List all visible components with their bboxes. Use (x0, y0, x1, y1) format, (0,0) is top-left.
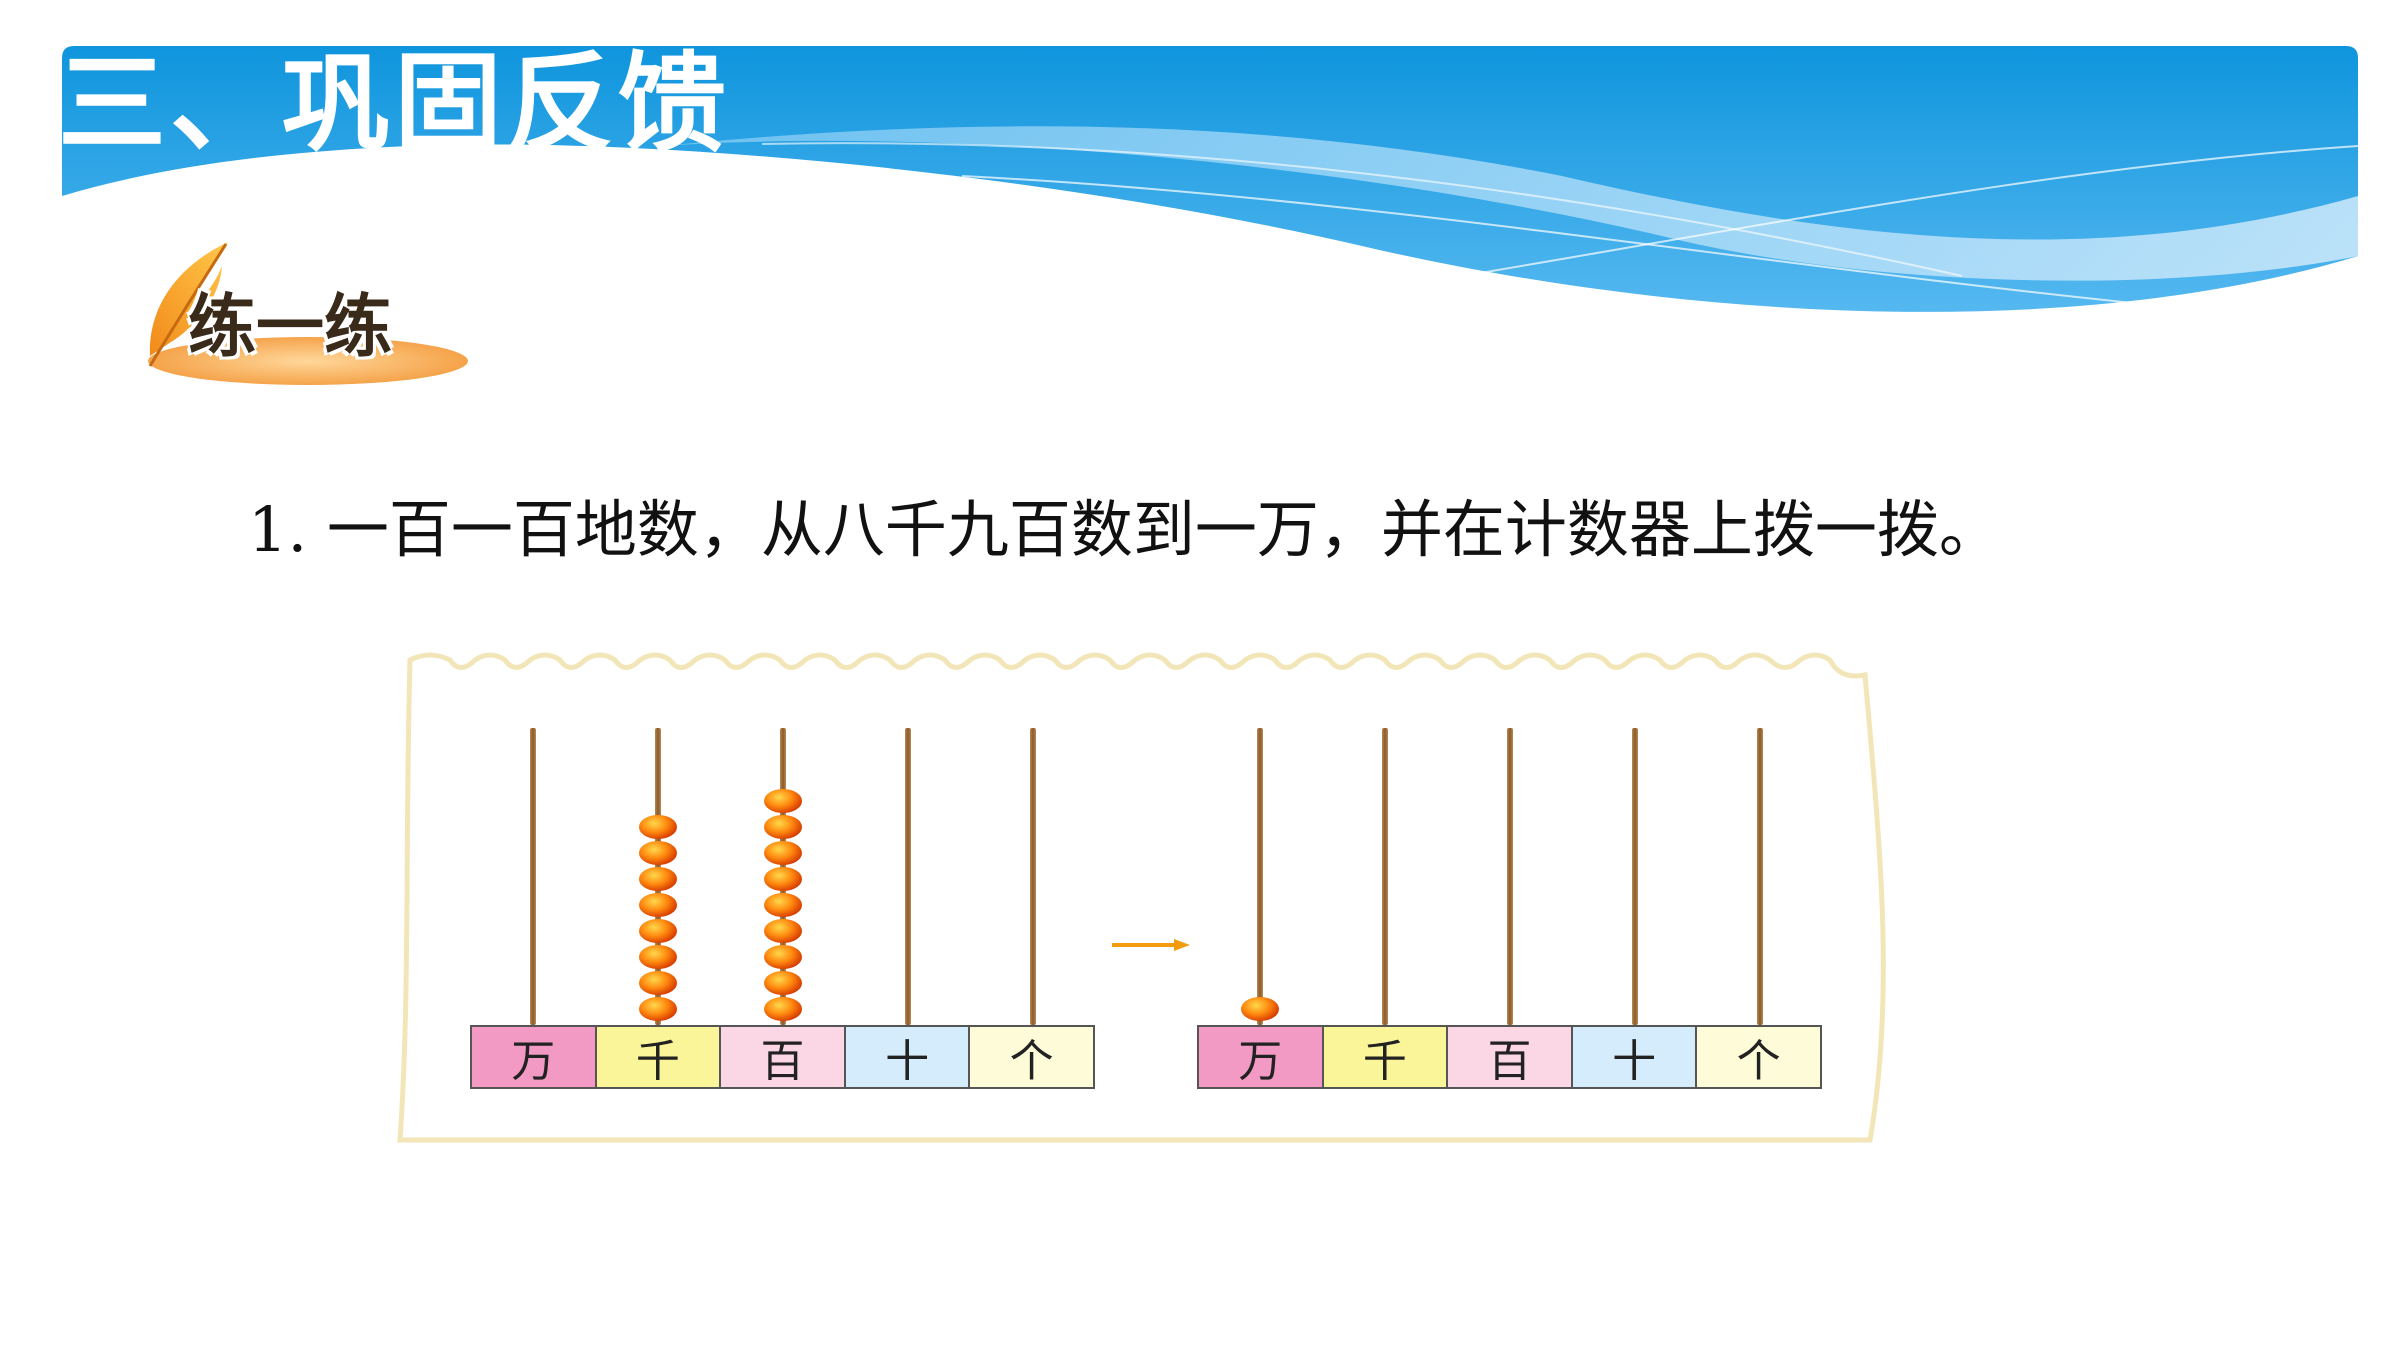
feather-quill-icon (148, 242, 468, 385)
slide-title: 三、巩固反馈 (58, 42, 731, 152)
section-badge-label: 练一练 (188, 288, 393, 367)
abacus-panel (397, 652, 1886, 1143)
header-banner (62, 46, 2358, 312)
question-text: 1. 一百一百地数，从八千九百数到一万，并在计数器上拨一拨。 (248, 493, 2001, 566)
right-arrow-icon (1112, 939, 1190, 951)
